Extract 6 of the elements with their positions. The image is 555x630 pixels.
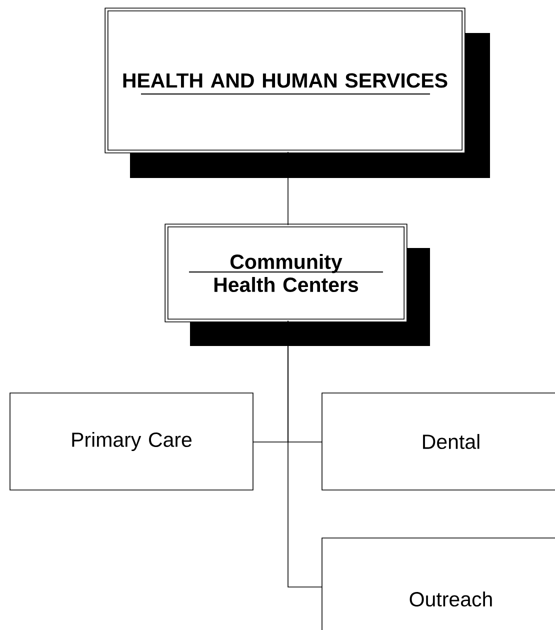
unit-box: Primary Care [10, 392, 254, 490]
org-box: Community Health Centers [164, 224, 430, 346]
unit-box: Outreach [322, 538, 555, 630]
unit-box: Dental [322, 392, 555, 490]
connector-line [288, 320, 322, 588]
org-box: HEALTH AND HUMAN SERVICES [104, 8, 490, 178]
